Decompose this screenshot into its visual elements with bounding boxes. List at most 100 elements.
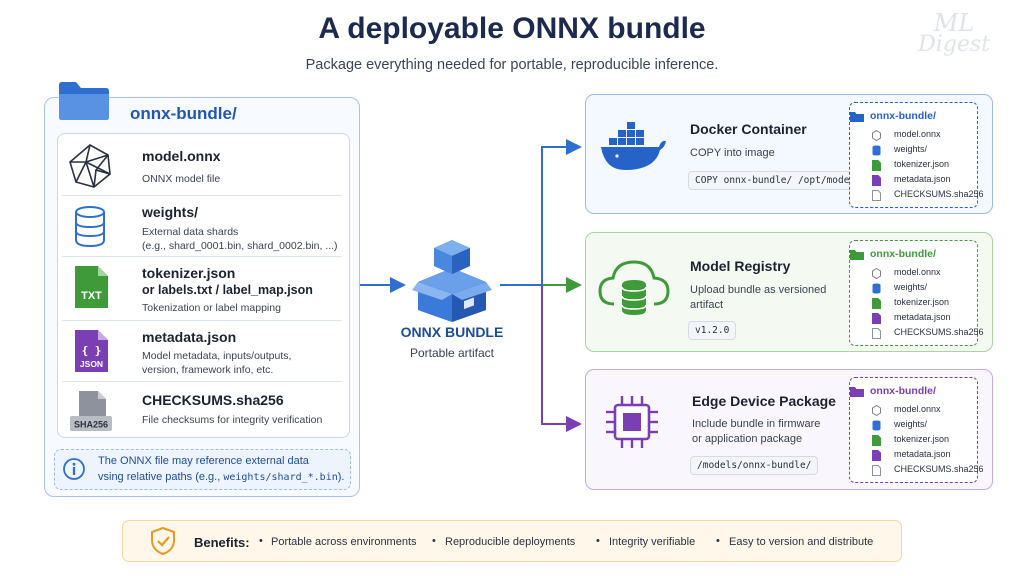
mini-bundle-item: weights/ [894, 419, 928, 429]
note-path-pattern: weights/shard_*.bin [223, 472, 338, 483]
arrow-to-edge-device [541, 285, 582, 432]
target-path-code: /models/onnx-bundle/ [690, 456, 819, 475]
mini-sha256-file-icon [872, 328, 881, 339]
benefit-item: Easy to version and distribute [729, 536, 874, 548]
target-title: Docker Container [690, 121, 807, 137]
json-badge-label: JSON [80, 359, 103, 369]
target-command-code: COPY onnx-bundle/ /opt/model/ [688, 171, 868, 190]
mini-bundle-item: metadata.json [894, 312, 951, 322]
target-title: Edge Device Package [692, 393, 836, 409]
microchip-icon [606, 396, 658, 448]
mini-polyhedron-icon [872, 268, 881, 279]
bundle-folder-name: onnx-bundle/ [130, 104, 237, 123]
file-description-line-2: version, framework info, etc. [142, 364, 274, 376]
external-data-note [54, 449, 351, 490]
file-row-metadata: { } JSON metadata.json Model metadata, i… [62, 321, 342, 382]
file-description: External data shards [142, 226, 239, 238]
mini-bundle-item: model.onnx [894, 267, 941, 277]
sha256-badge-label: SHA256 [74, 420, 108, 430]
row-divider [62, 381, 342, 382]
file-list-card [57, 133, 350, 438]
file-row-weights: weights/ External data shards (e.g., sha… [62, 196, 342, 257]
note-text: The ONNX file may reference external dat… [98, 453, 348, 486]
ml-digest-watermark-logo: ML Digest [918, 9, 990, 57]
database-icon [75, 206, 105, 248]
info-icon [63, 458, 85, 480]
file-name-alternative: or labels.txt / label_map.json [142, 283, 313, 297]
target-description-line-2: artifact [690, 299, 724, 311]
target-version-code: v1.2.0 [688, 321, 737, 340]
benefit-bullet: • [596, 535, 600, 547]
mini-folder-icon [850, 112, 864, 122]
mini-bundle-item: tokenizer.json [894, 159, 950, 169]
mini-bundle-title: onnx-bundle/ [870, 248, 936, 260]
cloud-database-icon [598, 260, 670, 315]
mini-json-file-icon [872, 450, 881, 461]
file-name: model.onnx [142, 148, 221, 164]
mini-bundle-item: tokenizer.json [894, 434, 950, 444]
sha256-file-icon: SHA256 [70, 391, 112, 431]
mini-bundle-box: onnx-bundle/model.onnx weights/tokenizer.… [849, 240, 984, 346]
json-braces-glyph: { } [82, 344, 102, 357]
target-description-line-2: or application package [692, 433, 803, 445]
file-name: metadata.json [142, 329, 237, 345]
note-line-2: vsing relative paths (e.g., weights/shar… [98, 469, 348, 486]
note-line-2-prefix: vsing relative paths (e.g., [98, 471, 224, 483]
benefit-item: Reproducible deployments [445, 536, 576, 548]
benefit-item: Portable across environments [271, 536, 417, 548]
center-artifact-sublabel: Portable artifact [409, 346, 495, 360]
note-line-1: The ONNX file may reference external dat… [98, 455, 309, 467]
benefit-bullet: • [259, 535, 263, 547]
target-description: Upload bundle as versioned [690, 284, 827, 296]
mini-folder-icon [850, 387, 864, 397]
mini-bundle-item: CHECKSUMS.sha256 [894, 189, 984, 199]
file-description: Tokenization or label mapping [142, 302, 281, 314]
file-description: File checksums for integrity verificatio… [142, 414, 323, 426]
file-description: ONNX model file [142, 173, 221, 185]
mini-bundle-item: weights/ [894, 282, 928, 292]
file-row-model-onnx: model.onnx ONNX model file [62, 136, 342, 197]
target-description: COPY into image [690, 147, 775, 159]
file-name: CHECKSUMS.sha256 [142, 392, 284, 408]
mini-bundle-item: tokenizer.json [894, 297, 950, 307]
mini-bundle-title: onnx-bundle/ [870, 110, 936, 122]
mini-bundle-item: model.onnx [894, 129, 941, 139]
package-box-icon [412, 240, 492, 322]
file-row-checksums: SHA256 CHECKSUMS.sha256 File checksums f… [62, 382, 342, 443]
row-divider [62, 195, 342, 196]
benefit-bullet: • [432, 535, 436, 547]
row-divider [62, 320, 342, 321]
mini-bundle-item: metadata.json [894, 449, 951, 459]
center-artifact-label: ONNX BUNDLE [400, 324, 504, 340]
mini-txt-file-icon [872, 298, 881, 309]
note-line-2-suffix: ). [337, 471, 345, 483]
file-description: Model metadata, inputs/outputs, [142, 350, 292, 362]
target-description: Include bundle in firmware [692, 418, 821, 430]
mini-json-file-icon [872, 313, 881, 324]
benefit-bullet: • [716, 535, 720, 547]
mini-json-file-icon [872, 175, 881, 186]
page-title: A deployable ONNX bundle [318, 12, 706, 45]
benefits-bar [122, 520, 902, 562]
folder-icon [59, 82, 109, 120]
watermark-line-2: Digest [918, 32, 990, 57]
mini-bundle-item: metadata.json [894, 174, 951, 184]
file-description-example: (e.g., shard_0001.bin, shard_0002.bin, .… [142, 240, 338, 252]
mini-database-icon [872, 283, 881, 294]
mini-polyhedron-icon [872, 130, 881, 141]
page-subtitle: Package everything needed for portable, … [305, 57, 719, 73]
mini-database-icon [872, 420, 881, 431]
polyhedron-icon [69, 144, 111, 188]
mini-polyhedron-icon [872, 405, 881, 416]
watermark-line-1: ML [933, 9, 975, 37]
target-title: Model Registry [690, 258, 791, 274]
txt-file-icon: TXT [75, 266, 108, 308]
row-divider [62, 256, 342, 257]
shield-check-icon [151, 526, 175, 556]
txt-badge-label: TXT [81, 290, 102, 302]
mini-txt-file-icon [872, 435, 881, 446]
mini-folder-icon [850, 250, 864, 260]
docker-whale-icon [601, 122, 666, 170]
